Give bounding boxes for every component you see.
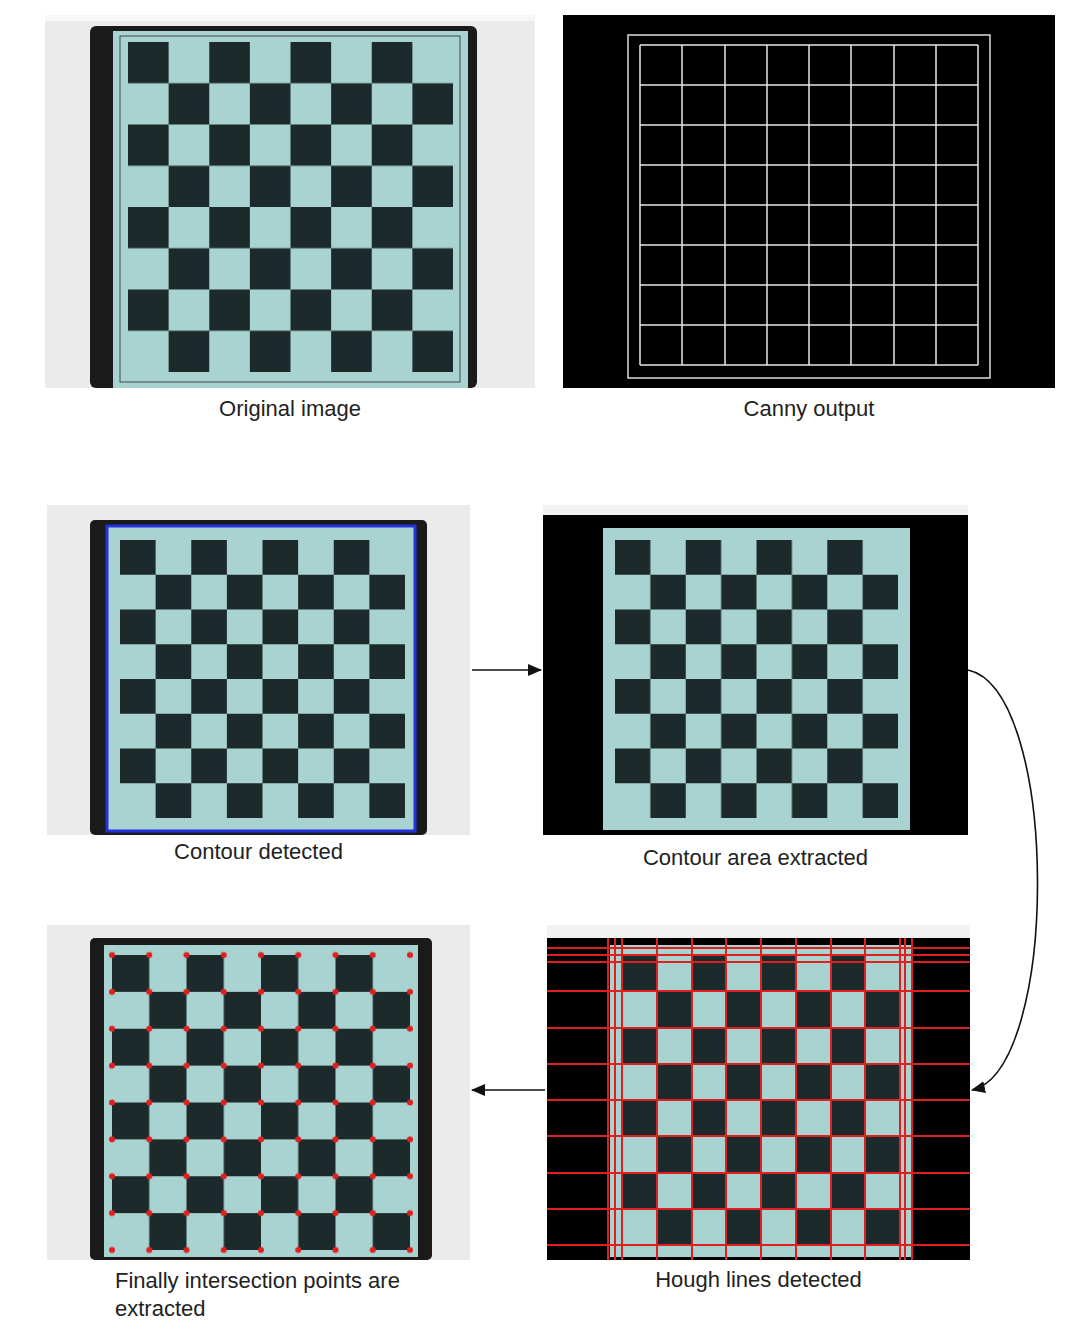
- intersection-photo: [47, 925, 470, 1268]
- panel-caption: Contour area extracted: [543, 844, 968, 872]
- figure-panel: Original image: [45, 15, 535, 433]
- hough-lines: [547, 925, 970, 1260]
- panel-caption: Original image: [45, 395, 535, 423]
- figure-panel: Contour detected: [47, 505, 470, 870]
- panel-caption: Finally intersection points are extracte…: [115, 1267, 415, 1323]
- flow-arrow: [472, 669, 541, 671]
- flow-arrow: [472, 1089, 545, 1091]
- panel-caption: Contour detected: [47, 838, 470, 866]
- figure-panel: Hough lines detected: [547, 925, 970, 1298]
- panel-caption: Canny output: [563, 395, 1055, 423]
- figure-panel: Contour area extracted: [543, 505, 968, 876]
- masked-board: [543, 505, 968, 835]
- contour-photo: [47, 505, 470, 835]
- flow-arrow: [968, 670, 1038, 1090]
- figure-panel: Canny output: [563, 15, 1055, 433]
- figure-panel: Finally intersection points are extracte…: [47, 925, 470, 1327]
- original-photo: [45, 15, 535, 388]
- canny-edges: [563, 15, 1055, 388]
- panel-caption: Hough lines detected: [547, 1266, 970, 1294]
